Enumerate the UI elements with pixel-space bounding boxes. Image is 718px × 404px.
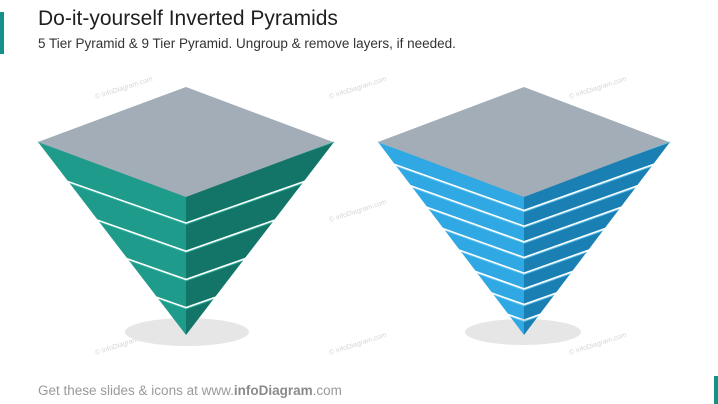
pyramid-tier-right-face [186,222,273,279]
pyramid-tier-right-face [524,142,670,210]
watermark-text: © infoDiagram.com [328,75,388,101]
pyramid-tier-left-face [461,252,524,288]
pyramid-tier-right-face [524,187,636,241]
watermark-text: © infoDiagram.com [568,75,628,101]
pyramid-tier-edge [158,298,214,310]
pyramid-tier-right-face [524,252,587,288]
pyramid-tier-left-face [477,273,524,304]
pyramid-tier-right-face [186,183,303,251]
pyramid-tier-edge [412,187,636,229]
footer-link[interactable]: Get these slides & icons at www.infoDiag… [38,383,342,398]
footer-suffix: .com [312,383,342,398]
pyramid-tier-right-face [186,260,243,307]
pyramid-tier-right-face [524,230,603,273]
pyramid-tier-left-face [378,142,524,210]
pyramid-top-face [378,87,669,197]
pyramid-tier-left-face [129,260,186,307]
pyramid-tier-edge [128,260,244,282]
pyramid-tier-edge [69,183,303,225]
pyramid-tier-edge [477,273,571,291]
pyramid-tier-left-face [412,187,524,241]
slide-title: Do-it-yourself Inverted Pyramids [38,7,338,30]
accent-bar-right [714,376,718,404]
pyramid-tier-left-face [158,299,186,335]
pyramid-tier-left-face [99,222,186,279]
pyramid-tier-left-face [445,230,524,273]
pyramid-tier-edge [428,208,620,244]
pyramid-tier-edge [396,165,652,213]
pyramid-9-tier [377,87,671,345]
pyramid-tier-right-face [524,273,571,304]
pyramid-tier-right-face [186,142,334,223]
pyramid-tier-right-face [186,299,214,335]
pyramid-tier-left-face [396,166,524,226]
pyramid-5-tier [37,87,335,346]
pyramid-tier-left-face [493,295,524,320]
footer-prefix: Get these slides & icons at www. [38,383,234,398]
watermark-text: © infoDiagram.com [94,75,154,101]
pyramid-tier-right-face [524,316,538,335]
accent-bar-left [0,12,4,54]
pyramid-tier-left-face [510,316,524,335]
pyramid-tier-left-face [69,183,186,251]
pyramid-tier-edge [493,294,555,307]
pyramid-tier-right-face [524,295,555,320]
pyramid-tier-left-face [428,209,524,257]
pyramid-top-face [38,87,333,197]
footer-brand: infoDiagram [233,383,313,398]
watermark-text: © infoDiagram.com [328,198,388,224]
pyramid-tier-edge [461,251,587,276]
pyramid-tier-edge [509,316,539,323]
slide-subtitle: 5 Tier Pyramid & 9 Tier Pyramid. Ungroup… [38,36,456,51]
pyramid-tier-right-face [524,166,652,226]
pyramid-tier-left-face [38,142,186,223]
pyramid-tier-edge [99,221,273,254]
pyramid-tier-edge [444,230,604,260]
pyramid-tier-right-face [524,209,620,257]
watermark-text: © infoDiagram.com [328,331,388,357]
